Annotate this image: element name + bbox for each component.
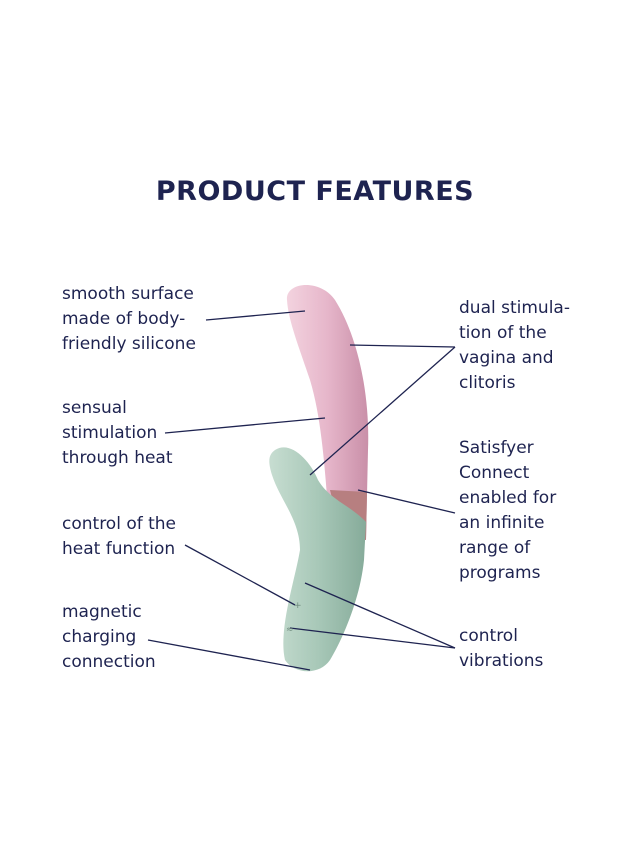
plus-button-icon: + (294, 601, 302, 611)
feature-satisfyer-connect: Satisfyer Connect enabled for an infinit… (459, 438, 557, 583)
vibrator-shaft (286, 284, 369, 540)
feature-silicone-surface: smooth surface made of body- friendly si… (62, 284, 196, 354)
leader-lines (147, 310, 456, 671)
feature-magnetic-charging: magnetic charging connection (62, 602, 156, 672)
vibrator-handle (269, 447, 366, 672)
page-title: PRODUCT FEATURES (155, 176, 475, 207)
feature-heat-control: control of the heat function (62, 514, 177, 559)
feature-dual-stimulation: dual stimula- tion of the vagina and cli… (459, 298, 570, 393)
feature-heat-stimulation: sensual stimulation through heat (62, 398, 173, 468)
vibration-button-icon: ≈ (286, 625, 294, 635)
feature-control-vibrations: control vibrations (459, 626, 544, 671)
